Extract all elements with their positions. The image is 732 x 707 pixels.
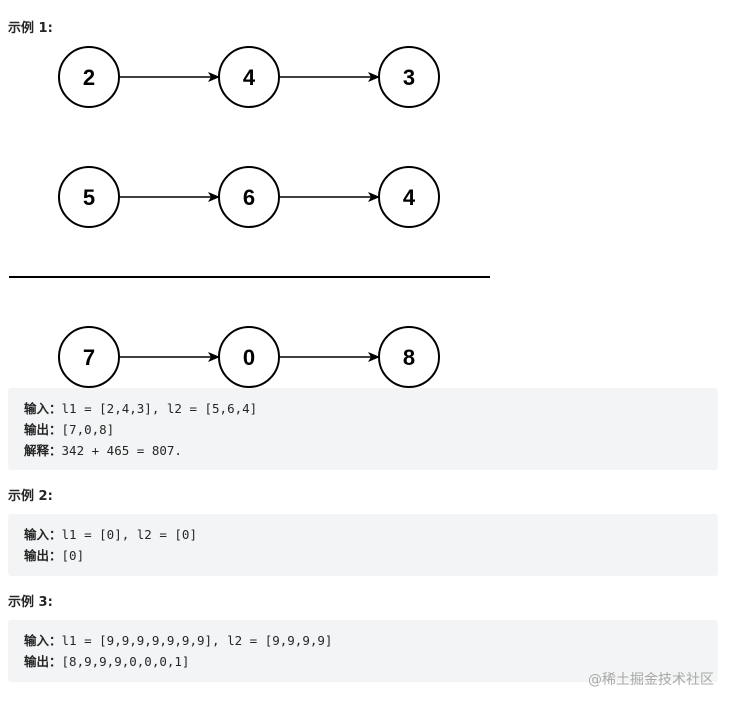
label: 输出： [24,654,62,669]
node-value: 8 [403,345,415,370]
label: 输出： [24,422,62,437]
linked-list-diagram: 2 4 3 5 6 4 7 [9,46,490,388]
list-node: 4 [378,166,440,228]
value: l1 = [9,9,9,9,9,9,9], l2 = [9,9,9,9] [61,633,333,648]
explanation-line: 解释：342 + 465 = 807. [24,440,702,461]
watermark: @稀土掘金技术社区 [588,672,714,688]
label: 输出： [24,548,62,563]
list-node: 4 [218,46,280,108]
label: 解释： [24,443,62,458]
list-node: 8 [378,326,440,388]
example-3-heading: 示例 3: [8,595,53,610]
node-value: 2 [83,65,95,90]
node-value: 5 [83,185,95,210]
list-node: 6 [218,166,280,228]
label: 输入： [24,401,62,416]
label: 输入： [24,527,62,542]
value: [0] [61,548,85,563]
value: [8,9,9,9,0,0,0,1] [61,654,190,669]
node-value: 4 [403,185,416,210]
node-value: 6 [243,185,255,210]
output-line: 输出：[0] [24,545,702,566]
label: 输入： [24,633,62,648]
output-line: 输出：[8,9,9,9,0,0,0,1] [24,651,702,672]
output-line: 输出：[7,0,8] [24,419,702,440]
example-1-heading: 示例 1: [8,21,53,36]
node-value: 4 [243,65,256,90]
example-2-heading: 示例 2: [8,489,53,504]
list-row-result: 7 0 8 [58,326,440,388]
list-row-1: 2 4 3 [58,46,440,108]
list-node: 3 [378,46,440,108]
example-1-codebox: 输入：l1 = [2,4,3], l2 = [5,6,4] 输出：[7,0,8]… [8,388,718,470]
example-3-codebox: 输入：l1 = [9,9,9,9,9,9,9], l2 = [9,9,9,9] … [8,620,718,682]
node-value: 0 [243,345,255,370]
node-value: 3 [403,65,415,90]
node-value: 7 [83,345,95,370]
list-node: 2 [58,46,120,108]
list-node: 5 [58,166,120,228]
input-line: 输入：l1 = [9,9,9,9,9,9,9], l2 = [9,9,9,9] [24,630,702,651]
list-node: 7 [58,326,120,388]
value: 342 + 465 = 807. [61,443,182,458]
example-2-codebox: 输入：l1 = [0], l2 = [0] 输出：[0] [8,514,718,576]
input-line: 输入：l1 = [2,4,3], l2 = [5,6,4] [24,398,702,419]
value: l1 = [0], l2 = [0] [61,527,197,542]
list-node: 0 [218,326,280,388]
list-row-2: 5 6 4 [58,166,440,228]
value: l1 = [2,4,3], l2 = [5,6,4] [61,401,258,416]
value: [7,0,8] [61,422,115,437]
input-line: 输入：l1 = [0], l2 = [0] [24,524,702,545]
